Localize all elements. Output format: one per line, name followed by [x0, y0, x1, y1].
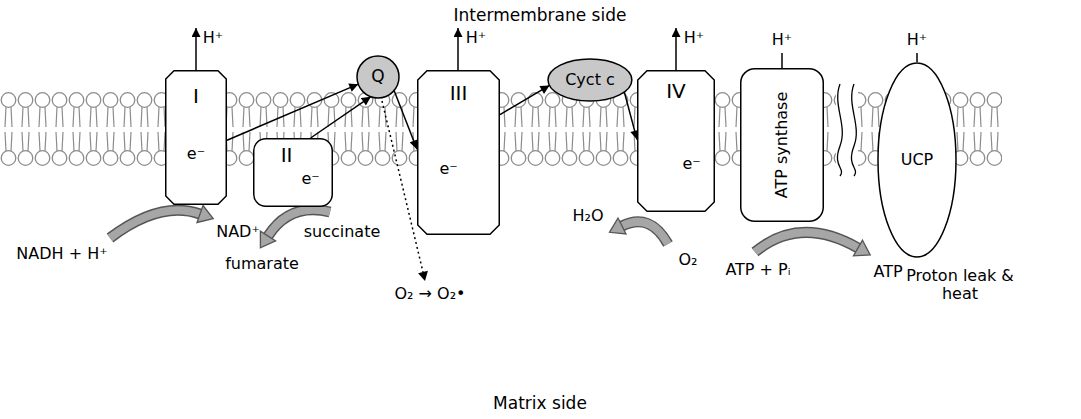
- proton-arrow: [675, 28, 677, 70]
- carrier-ellipse: Cyct c: [547, 58, 633, 102]
- electron-flow-arrow: [624, 92, 637, 140]
- chem-label: ATP + Pᵢ: [725, 261, 790, 279]
- reaction-arrow: [110, 206, 213, 239]
- proton-arrow: [457, 28, 459, 70]
- complex-outline: [166, 71, 227, 205]
- ellipse-outline: [357, 56, 399, 98]
- electron-flow-arrow: [394, 90, 417, 149]
- chem-label: NADH + H⁺: [16, 245, 107, 263]
- complex-label: I: [193, 84, 199, 107]
- reaction-arrow-head: [260, 231, 275, 248]
- proton-arrow: [195, 28, 197, 70]
- complex-label: UCP: [901, 151, 934, 169]
- electron-label: e⁻: [439, 160, 457, 178]
- complex-label: ATP synthase: [773, 92, 791, 199]
- side-label: Matrix side: [493, 394, 587, 414]
- chem-label: O₂ → O₂•: [394, 285, 465, 303]
- complex-box: IV e⁻: [637, 70, 715, 212]
- node-outline: [253, 138, 333, 207]
- electron-flow-arrow: [500, 85, 549, 114]
- electron-label: e⁻: [682, 155, 700, 173]
- proton-line: [916, 53, 918, 62]
- complex-label: IV: [666, 80, 686, 103]
- chem-label: O₂: [678, 251, 697, 269]
- complex-label: Cyct c: [565, 71, 615, 89]
- enzyme-box: ATP synthase: [740, 68, 824, 222]
- reaction-arrow-head: [610, 218, 627, 234]
- ellipse-outline: [878, 63, 956, 257]
- chem-label: Proton leak & heat: [903, 267, 1018, 304]
- complex-box: II e⁻: [253, 138, 333, 207]
- break-line: [837, 84, 842, 176]
- arrow-head: [418, 271, 428, 281]
- reaction-arrow: [610, 218, 669, 244]
- chem-label: H⁺: [203, 29, 223, 47]
- chem-label: H⁺: [684, 29, 704, 47]
- reaction-arrow: [755, 232, 870, 255]
- leak-dotted-line: [382, 101, 423, 272]
- chem-label: H⁺: [466, 29, 486, 47]
- break-gap: [836, 84, 858, 176]
- protein-ellipse: UCP: [877, 62, 957, 258]
- ellipse-outline: [548, 59, 632, 101]
- electron-flow-arrow: [311, 97, 371, 138]
- chem-label: succinate: [304, 223, 381, 241]
- complex-label: III: [450, 82, 468, 105]
- carrier-circle: Q: [356, 55, 400, 99]
- chem-label: H₂O: [572, 207, 603, 225]
- electron-label: e⁻: [187, 144, 205, 162]
- complex-box: III e⁻: [417, 70, 500, 235]
- chem-label: H⁺: [907, 31, 927, 49]
- box-outline: [741, 69, 824, 222]
- reaction-arrow-outline: [622, 222, 668, 244]
- reaction-arrow-outline: [755, 232, 858, 252]
- complex-outline: [418, 71, 500, 235]
- chem-label: H⁺: [772, 31, 792, 49]
- electron-label: e⁻: [301, 170, 319, 188]
- side-label: Intermembrane side: [454, 6, 627, 26]
- complex-label: II: [281, 143, 293, 166]
- reaction-arrow-outline: [110, 210, 200, 238]
- chem-label: fumarate: [225, 255, 299, 273]
- reaction-arrow-head: [854, 240, 871, 256]
- complex-label: Q: [371, 67, 384, 87]
- chem-label: NAD⁺: [216, 223, 260, 241]
- chem-label: ATP: [873, 263, 902, 281]
- electron-flow-arrow: [227, 84, 358, 140]
- proton-line: [781, 53, 783, 68]
- reaction-arrow-body: [110, 210, 200, 238]
- complex-box: Ie⁻: [165, 70, 227, 205]
- reaction-arrow-body: [622, 222, 668, 244]
- box-outline: [254, 139, 333, 207]
- break-line: [851, 84, 856, 176]
- reaction-arrow-body: [755, 232, 858, 252]
- complex-outline: [638, 71, 715, 212]
- reaction-arrow-head: [197, 206, 213, 223]
